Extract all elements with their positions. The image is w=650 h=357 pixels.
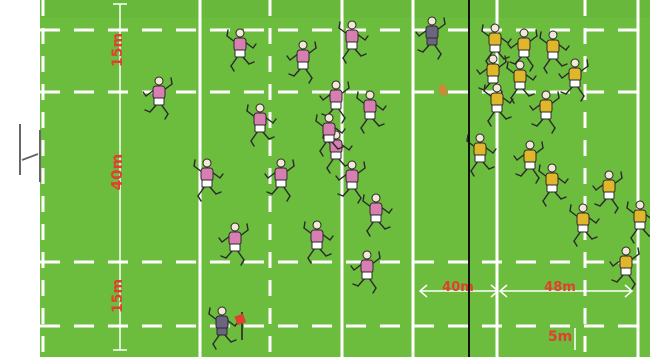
- dim-label-15m-top: 15m: [110, 33, 126, 67]
- dim-label-40m-vertical: 40m: [108, 154, 126, 191]
- dim-label-15m-bottom: 15m: [110, 279, 126, 313]
- goalposts-icon: [20, 124, 40, 182]
- dim-label-5m: 5m: [548, 329, 572, 345]
- dim-label-48m-horizontal: 48m: [544, 280, 576, 295]
- pitch-band: [40, 0, 650, 18]
